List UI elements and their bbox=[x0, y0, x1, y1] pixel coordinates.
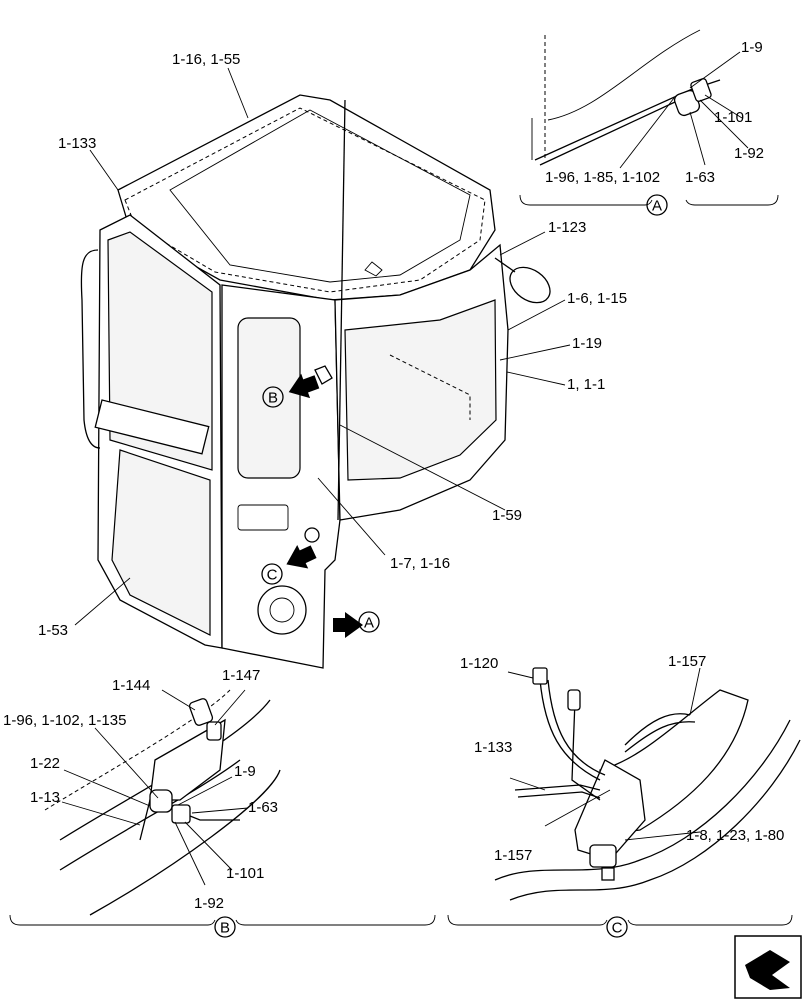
label-seal: 1-59 bbox=[492, 507, 522, 524]
detail-a-label-4: 1-63 bbox=[685, 169, 715, 186]
side-vent bbox=[237, 504, 289, 531]
detail-b-label-9: 1-92 bbox=[194, 895, 224, 912]
detail-c-screw bbox=[601, 867, 615, 881]
mirror-arm bbox=[494, 257, 516, 273]
detail-c-title-circle bbox=[606, 916, 628, 938]
detail-c-label-1: 1-120 bbox=[460, 655, 498, 672]
door-handle-bar bbox=[94, 399, 210, 455]
roof-hook bbox=[364, 261, 383, 277]
label-cab-body: 1, 1-1 bbox=[567, 376, 605, 393]
detail-a-title: A bbox=[652, 198, 662, 215]
detail-a: A bbox=[519, 29, 779, 216]
detail-c-title: C bbox=[612, 920, 623, 937]
cab-drawing bbox=[80, 94, 551, 669]
door-lower-glass bbox=[111, 449, 211, 636]
marker-c-text: C bbox=[267, 567, 278, 584]
detail-a-label-2: 1-101 bbox=[714, 109, 752, 126]
marker-c: C bbox=[261, 563, 283, 585]
arrow-c bbox=[286, 544, 317, 569]
detail-b-cap bbox=[188, 698, 214, 726]
detail-c-plug bbox=[532, 667, 548, 685]
marker-b-text: B bbox=[268, 390, 278, 407]
label-mirror-bracket: 1-123 bbox=[548, 219, 586, 236]
detail-a-label-3: 1-92 bbox=[734, 145, 764, 162]
detail-b-label-8: 1-101 bbox=[226, 865, 264, 882]
label-rear-glass: 1-19 bbox=[572, 335, 602, 352]
rear-glass bbox=[344, 299, 497, 481]
side-bolt bbox=[304, 527, 320, 543]
side-window bbox=[237, 317, 301, 479]
label-corner-post: 1-133 bbox=[58, 135, 96, 152]
roof-panel bbox=[169, 109, 471, 283]
detail-b: B bbox=[9, 689, 436, 938]
detail-b-label-4: 1-22 bbox=[30, 755, 60, 772]
mirror bbox=[509, 266, 551, 304]
detail-b-title-circle bbox=[214, 916, 236, 938]
next-page-icon[interactable] bbox=[734, 935, 802, 999]
antenna bbox=[337, 99, 346, 521]
label-rear-panel: 1-6, 1-15 bbox=[567, 290, 627, 307]
detail-c-label-4: 1-8, 1-23, 1-80 bbox=[686, 827, 784, 844]
detail-b-label-3: 1-96, 1-102, 1-135 bbox=[3, 712, 126, 729]
detail-c-label-3: 1-133 bbox=[474, 739, 512, 756]
label-door: 1-53 bbox=[38, 622, 68, 639]
rear-glass-hidden bbox=[389, 354, 471, 420]
detail-c-terminal bbox=[567, 689, 581, 711]
detail-b-clip bbox=[206, 721, 222, 741]
fuel-cap bbox=[257, 585, 307, 635]
detail-a-label-1: 1-9 bbox=[741, 39, 763, 56]
detail-b-label-5: 1-9 bbox=[234, 763, 256, 780]
arrow-b bbox=[288, 373, 320, 399]
arrow-a bbox=[333, 612, 363, 638]
detail-c-label-5: 1-157 bbox=[494, 847, 532, 864]
detail-b-label-2: 1-147 bbox=[222, 667, 260, 684]
detail-b-label-7: 1-63 bbox=[248, 799, 278, 816]
grab-rail bbox=[80, 249, 101, 449]
detail-a-label-5: 1-96, 1-85, 1-102 bbox=[545, 169, 660, 186]
detail-c-connector bbox=[589, 844, 617, 868]
detail-a-title-circle bbox=[646, 194, 668, 216]
label-roof-frame: 1-16, 1-55 bbox=[172, 51, 240, 68]
detail-c: C bbox=[447, 667, 801, 938]
detail-b-nut bbox=[171, 804, 191, 824]
detail-c-label-2: 1-157 bbox=[668, 653, 706, 670]
detail-c-bracket bbox=[574, 759, 646, 861]
fuel-cap-inner bbox=[269, 597, 295, 623]
marker-a: A bbox=[358, 611, 380, 633]
detail-b-label-1: 1-144 bbox=[112, 677, 150, 694]
label-side-panel: 1-7, 1-16 bbox=[390, 555, 450, 572]
side-latch bbox=[314, 365, 333, 385]
next-page-glyph bbox=[745, 950, 790, 990]
detail-b-label-6: 1-13 bbox=[30, 789, 60, 806]
marker-a-text: A bbox=[364, 615, 374, 632]
main-leaders bbox=[74, 67, 571, 626]
detail-b-title: B bbox=[220, 920, 230, 937]
marker-b: B bbox=[262, 386, 284, 408]
